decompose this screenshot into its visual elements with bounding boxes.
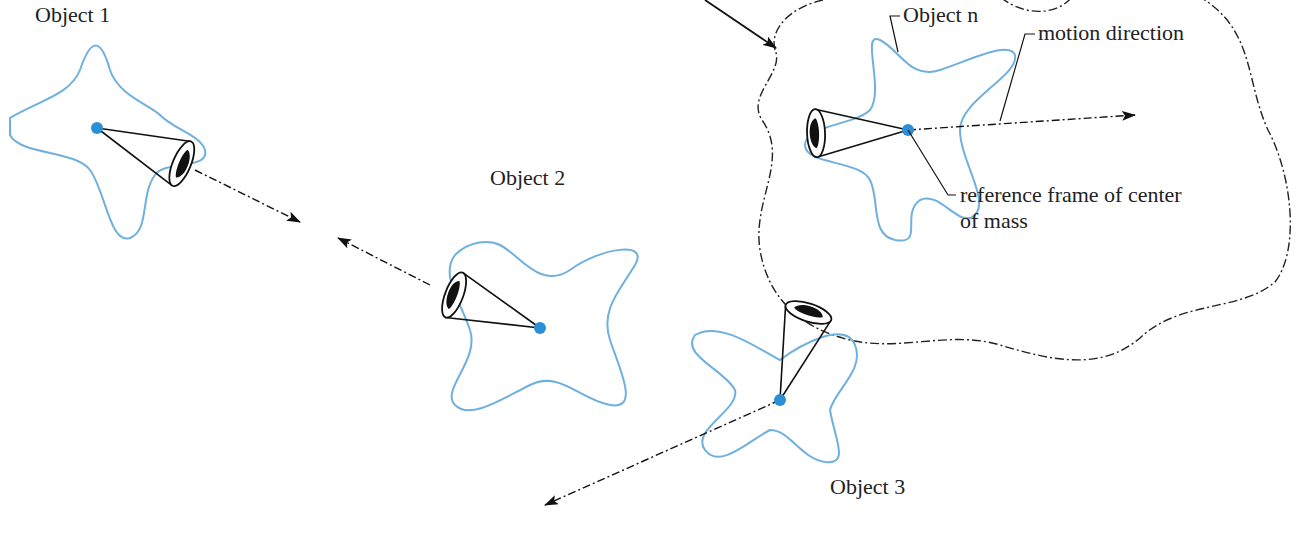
object-label: Object 3 — [830, 474, 905, 500]
pointer-arrow — [705, 0, 776, 48]
eye-symbol — [437, 269, 548, 350]
motion-arrow — [195, 170, 300, 222]
eye-symbol — [806, 106, 909, 157]
leader-line — [890, 16, 900, 52]
center-of-mass — [91, 122, 103, 134]
object-label: Object n — [903, 2, 978, 28]
object-outline — [692, 331, 857, 462]
callout-label: reference frame of center of mass — [960, 182, 1195, 234]
motion-arrow — [545, 400, 780, 505]
callout-label: motion direction — [1038, 20, 1184, 46]
object-label: Object 2 — [490, 165, 565, 191]
object-label: Object 1 — [35, 2, 110, 28]
motion-arrow — [338, 238, 430, 285]
leader-line — [908, 130, 956, 195]
leader-line — [1000, 34, 1035, 121]
eye-symbol — [88, 106, 200, 189]
region-boundary — [758, 0, 1290, 360]
object-outline — [10, 46, 205, 239]
eye-symbol — [757, 297, 834, 408]
motion-arrow — [908, 115, 1135, 130]
center-of-mass — [534, 322, 546, 334]
object-outline — [450, 242, 638, 410]
center-of-mass — [774, 394, 786, 406]
